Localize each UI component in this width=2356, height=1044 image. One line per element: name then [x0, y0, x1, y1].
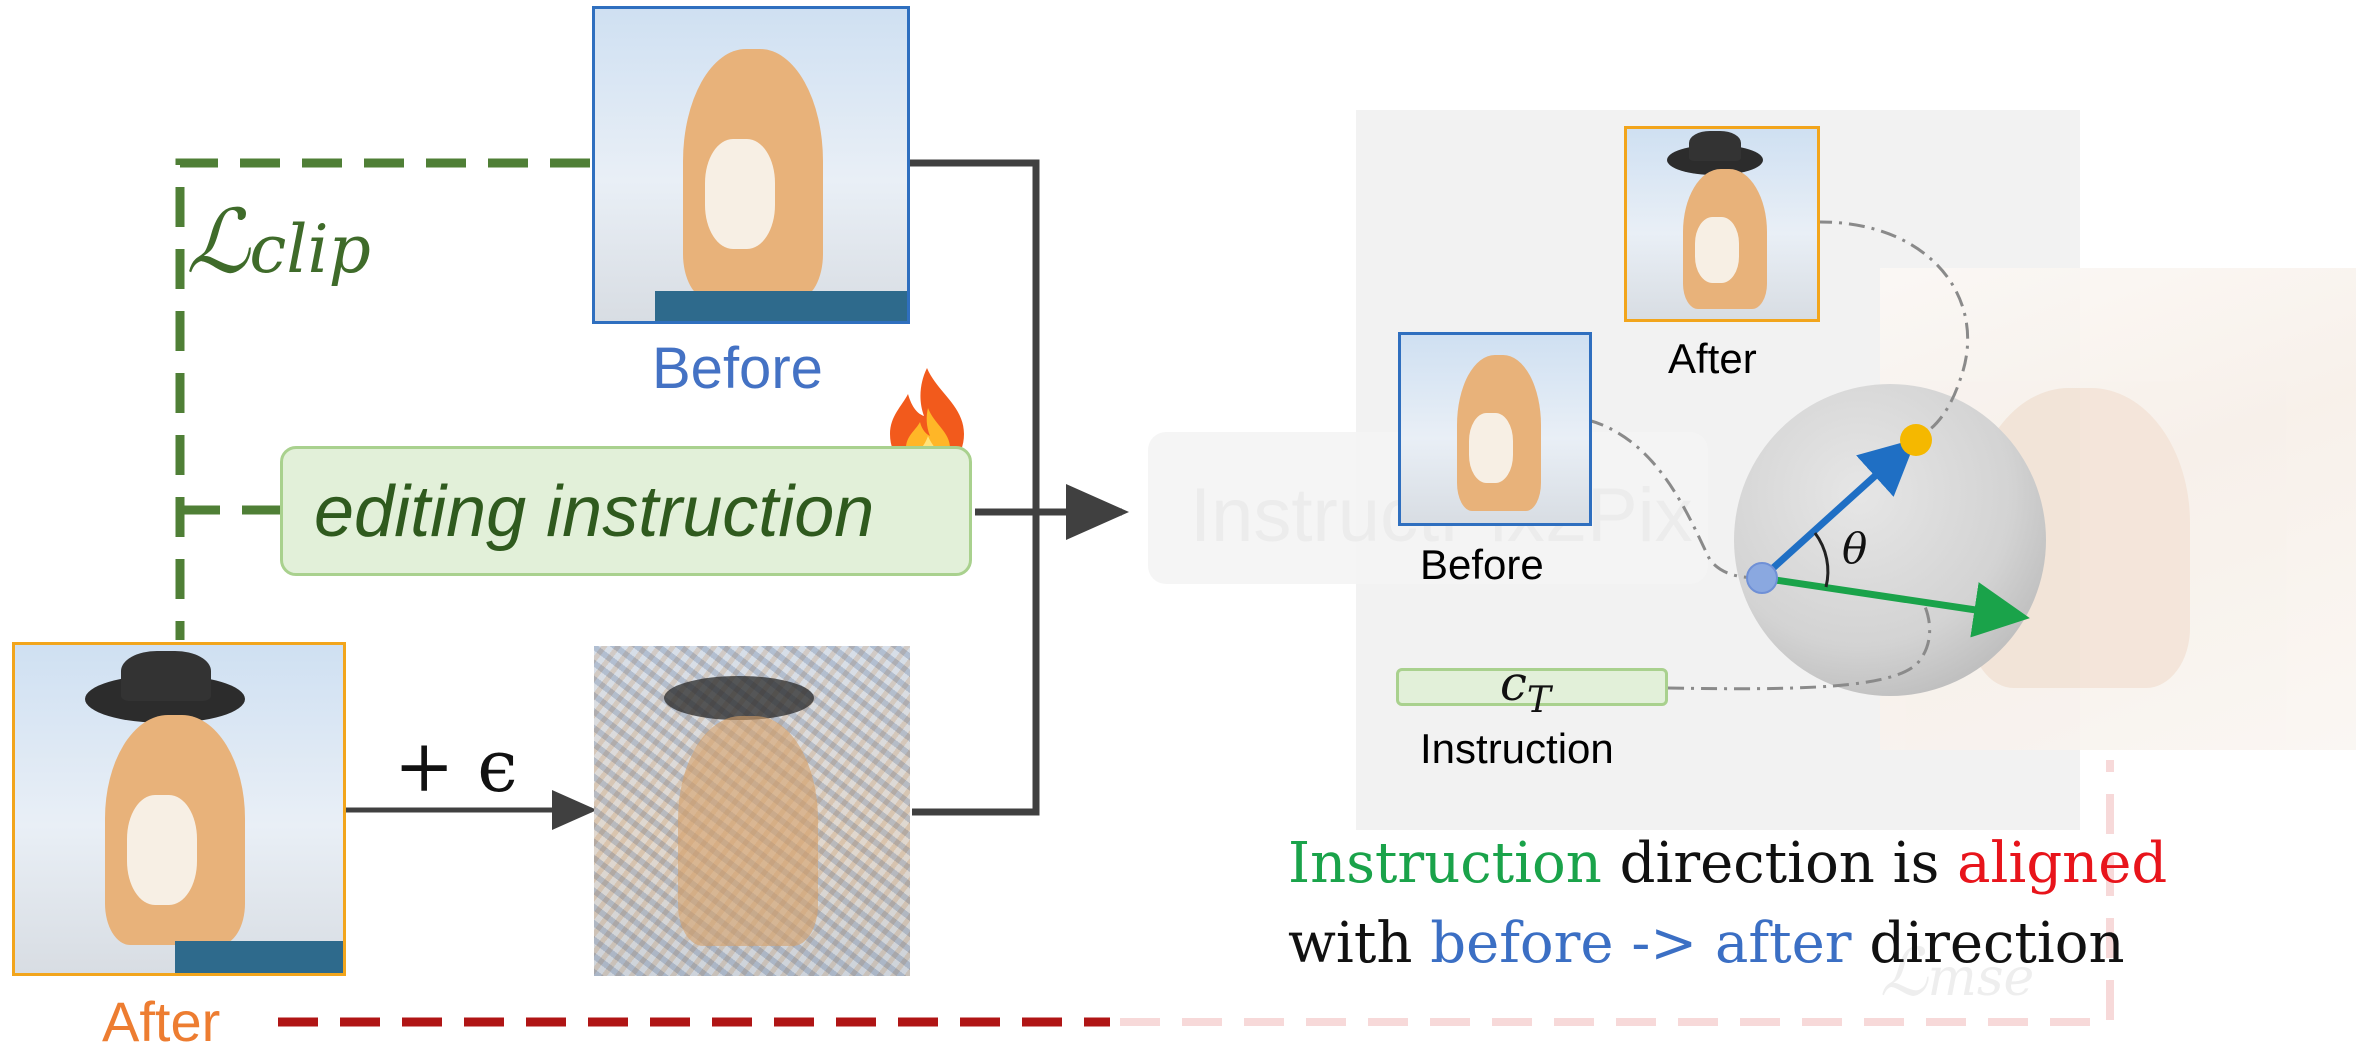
statement-1-part-1: Instruction	[1288, 831, 1602, 896]
before-point	[1746, 562, 1778, 594]
theta-label: θ	[1842, 524, 1868, 573]
after-label: After	[102, 990, 221, 1044]
inset-after-label: After	[1668, 335, 1757, 382]
statement-line-1: Instruction direction is aligned	[1288, 836, 2167, 892]
before-label: Before	[652, 336, 823, 401]
before-connector	[908, 159, 1040, 816]
after-link	[1815, 220, 1970, 440]
before-after-vector	[1759, 438, 1917, 581]
editing-instruction-label: editing instruction	[314, 472, 875, 552]
inset-before-image	[1398, 332, 1592, 526]
inset-before-label: Before	[1420, 541, 1544, 588]
theta-arc	[1813, 532, 1830, 588]
faded-loss-mse: ℒmse	[1880, 934, 2035, 1011]
mse-loss-path-faded	[1120, 760, 2114, 1026]
statement-2-part-2: before -> after	[1430, 911, 1852, 976]
statement-2-part-1: with	[1288, 911, 1431, 976]
after-image	[12, 642, 346, 976]
instruction-vector	[1761, 574, 2030, 638]
editing-instruction-box	[280, 446, 972, 576]
after-point	[1900, 424, 1932, 456]
inset-ct-box	[1396, 668, 1668, 706]
noisy-image	[594, 646, 910, 976]
embedding-sphere	[1734, 384, 2046, 696]
inset-instruction-label: Instruction	[1420, 725, 1614, 772]
noise-label: + ϵ	[394, 724, 518, 808]
before-image	[592, 6, 910, 324]
statement-1-part-2: direction is	[1601, 831, 1958, 896]
statement-line-2: with before -> after direction	[1288, 916, 2125, 972]
inset-ct-label: cT	[1500, 656, 1551, 721]
statement-1-part-3: aligned	[1957, 831, 2168, 896]
statement-2-part-3: direction	[1851, 911, 2125, 976]
clip-loss-path	[175, 158, 590, 640]
clip-loss-label: ℒclip	[186, 190, 371, 293]
inset-after-image	[1624, 126, 1820, 322]
before-link	[1587, 418, 1763, 580]
instruction-link	[1667, 599, 1932, 691]
